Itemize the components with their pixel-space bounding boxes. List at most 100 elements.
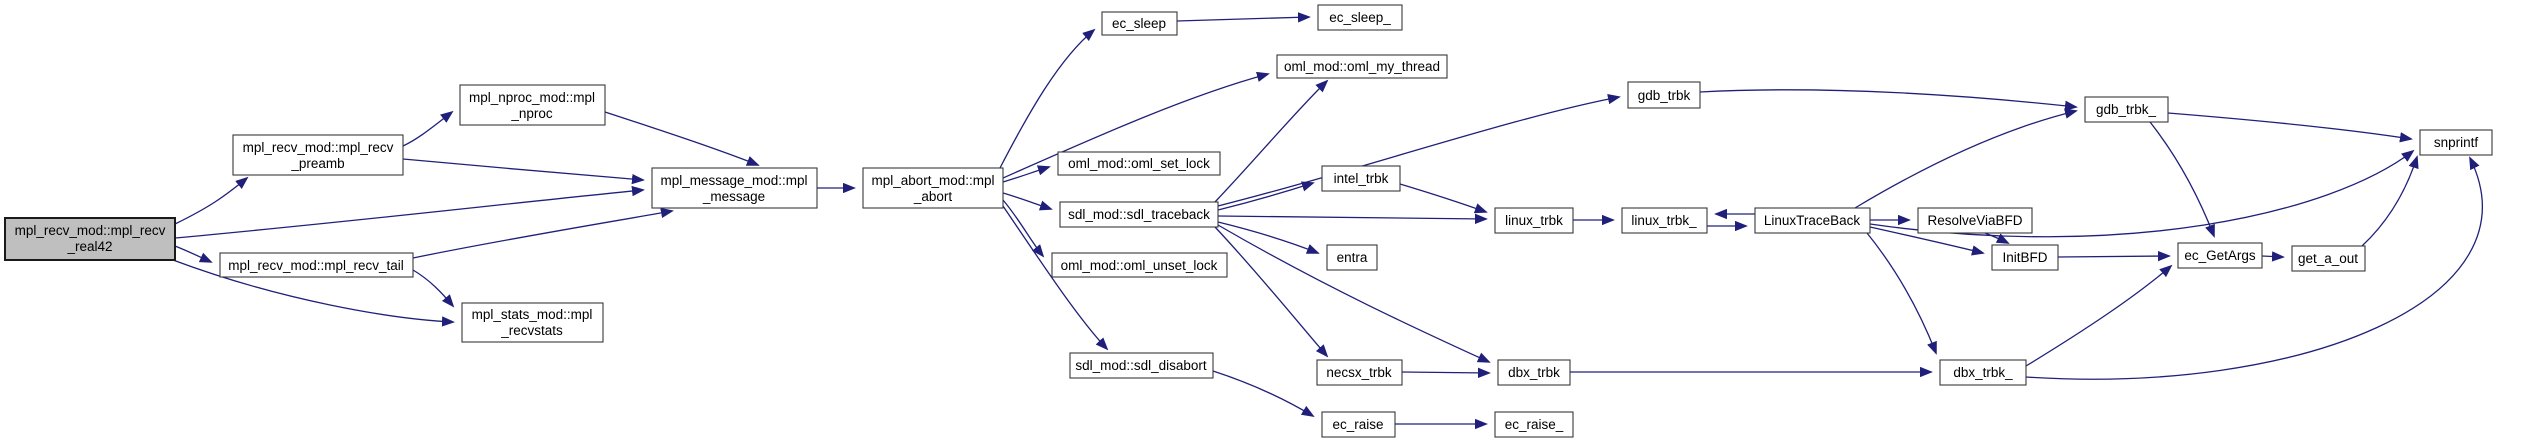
node-ec-sleep-underscore[interactable]: ec_sleep_ <box>1317 4 1403 31</box>
edge-sdl-traceback-to-entra <box>1217 221 1320 254</box>
edge-sdl-traceback-to-necsx-trbk <box>1214 226 1329 358</box>
edge-necsx-trbk-to-dbx-trbk <box>1401 367 1491 379</box>
node-box <box>1991 244 2059 271</box>
edge-sdl-disabort-to-ec-raise <box>1212 370 1315 418</box>
node-mpl-recv-tail[interactable]: mpl_recv_mod::mpl_recv_tail <box>219 252 414 278</box>
edge-sdl-traceback-to-gdb-trbk <box>1217 93 1621 207</box>
node-label: sdl_mod::sdl_traceback <box>1068 207 1210 222</box>
edge-preamb-to-nproc <box>402 110 454 147</box>
node-label: mpl_recv_mod::mpl_recv <box>15 223 166 238</box>
edge-ec-sleep-to-ec-sleep-u <box>1176 12 1311 23</box>
edge-sdl-traceback-to-dbx-trbk <box>1217 224 1491 363</box>
edge-recv-tail-to-recvstats <box>412 269 455 308</box>
node-linuxtraceback[interactable]: LinuxTraceBack <box>1754 207 1871 234</box>
edge-real42-to-recv-tail <box>174 245 213 263</box>
node-box <box>862 167 1004 209</box>
node-ec-sleep[interactable]: ec_sleep <box>1101 11 1178 36</box>
node-label: snprintf <box>2434 135 2479 150</box>
edge-preamb-to-message <box>402 158 645 185</box>
node-get-a-out[interactable]: get_a_out <box>2291 245 2366 272</box>
node-box <box>1321 165 1401 192</box>
node-label: dbx_trbk_ <box>1953 365 2013 380</box>
edge-linuxtraceback-to-initbfd <box>1869 226 1985 256</box>
edge-real42-to-message <box>174 185 645 239</box>
node-label: _real42 <box>66 239 112 254</box>
node-box <box>1101 11 1178 36</box>
edge-abort-to-sdl-disabort <box>1002 205 1109 351</box>
node-sdl-disabort[interactable]: sdl_mod::sdl_disabort <box>1069 352 1214 379</box>
node-label: ec_sleep_ <box>1329 10 1391 25</box>
node-oml-unset-lock[interactable]: oml_mod::oml_unset_lock <box>1051 252 1228 278</box>
node-label: oml_mod::oml_set_lock <box>1068 156 1210 171</box>
node-label: _abort <box>913 189 953 204</box>
edge-sdl-traceback-to-intel-trbk <box>1217 181 1315 211</box>
node-oml-my-thread[interactable]: oml_mod::oml_my_thread <box>1276 54 1448 79</box>
node-label: mpl_nproc_mod::mpl <box>469 90 595 105</box>
edge-sdl-traceback-to-oml-my-thread <box>1214 79 1329 203</box>
node-box <box>1057 151 1221 176</box>
edge-abort-to-ec-sleep <box>999 28 1096 169</box>
node-label: oml_mod::oml_unset_lock <box>1061 258 1218 273</box>
edge-gdb-trbk-u-to-ec-getargs <box>2149 121 2215 238</box>
node-box <box>1069 352 1214 379</box>
node-box <box>1754 207 1871 234</box>
node-box <box>232 134 404 176</box>
call-graph-edges <box>172 12 2483 430</box>
node-label: ec_raise <box>1332 417 1383 432</box>
node-box <box>2177 242 2263 269</box>
node-label: entra <box>1337 250 1368 265</box>
node-box <box>459 84 606 126</box>
node-mpl-nproc[interactable]: mpl_nproc_mod::mpl _nproc <box>459 84 606 126</box>
node-gdb-trbk-underscore[interactable]: gdb_trbk_ <box>2084 96 2169 123</box>
node-entra[interactable]: entra <box>1326 244 1378 271</box>
node-box <box>1051 252 1228 278</box>
node-label: ec_raise_ <box>1505 417 1564 432</box>
node-label: mpl_recv_mod::mpl_recv_tail <box>228 258 404 273</box>
edge-initbfd-to-ec-getargs <box>2057 250 2171 262</box>
node-box <box>1326 244 1378 271</box>
node-label: mpl_stats_mod::mpl <box>472 307 593 322</box>
node-linux-trbk[interactable]: linux_trbk <box>1494 207 1574 234</box>
node-mpl-recvstats[interactable]: mpl_stats_mod::mpl _recvstats <box>461 302 604 343</box>
node-ec-raise[interactable]: ec_raise <box>1321 411 1396 438</box>
node-box <box>1276 54 1448 79</box>
node-resolveviabfd[interactable]: ResolveViaBFD <box>1917 207 2033 234</box>
node-dbx-trbk-underscore[interactable]: dbx_trbk_ <box>1939 359 2027 386</box>
node-dbx-trbk[interactable]: dbx_trbk <box>1497 359 1571 386</box>
edge-dbx-trbk-u-to-ec-getargs <box>2025 264 2173 367</box>
node-box <box>1059 201 1219 228</box>
node-ec-raise-underscore[interactable]: ec_raise_ <box>1494 411 1574 438</box>
node-box <box>1316 359 1403 386</box>
edge-linuxtraceback-to-gdb-trbk-u <box>1854 108 2078 209</box>
node-label: mpl_recv_mod::mpl_recv <box>243 140 394 155</box>
edge-dbx-trbk-u-to-snprintf <box>2025 156 2483 380</box>
node-box <box>2419 129 2493 156</box>
node-box <box>1497 359 1571 386</box>
node-intel-trbk[interactable]: intel_trbk <box>1321 165 1401 192</box>
node-box <box>1939 359 2027 386</box>
node-ec-getargs[interactable]: ec_GetArgs <box>2177 242 2263 269</box>
node-linux-trbk-underscore[interactable]: linux_trbk_ <box>1621 207 1708 234</box>
node-box <box>1317 4 1403 31</box>
node-gdb-trbk[interactable]: gdb_trbk <box>1627 81 1701 109</box>
node-oml-set-lock[interactable]: oml_mod::oml_set_lock <box>1057 151 1221 176</box>
node-initbfd[interactable]: InitBFD <box>1991 244 2059 271</box>
node-label: oml_mod::oml_my_thread <box>1284 59 1440 74</box>
node-necsx-trbk[interactable]: necsx_trbk <box>1316 359 1403 386</box>
node-sdl-traceback[interactable]: sdl_mod::sdl_traceback <box>1059 201 1219 228</box>
node-label: necsx_trbk <box>1326 365 1392 380</box>
node-label: InitBFD <box>2002 250 2047 265</box>
node-mpl-message[interactable]: mpl_message_mod::mpl _message <box>651 167 818 209</box>
node-label: dbx_trbk <box>1508 365 1560 380</box>
node-box <box>2291 245 2366 272</box>
node-label: _nproc <box>510 106 553 121</box>
node-mpl-abort[interactable]: mpl_abort_mod::mpl _abort <box>862 167 1004 209</box>
node-mpl-recv-real42[interactable]: mpl_recv_mod::mpl_recv _real42 <box>4 217 176 261</box>
node-mpl-recv-preamb[interactable]: mpl_recv_mod::mpl_recv _preamb <box>232 134 404 176</box>
node-box <box>651 167 818 209</box>
node-label: intel_trbk <box>1334 171 1389 186</box>
node-snprintf[interactable]: snprintf <box>2419 129 2493 156</box>
edge-recv-tail-to-message <box>412 207 674 259</box>
edge-get-a-out-to-snprintf <box>2361 155 2419 247</box>
